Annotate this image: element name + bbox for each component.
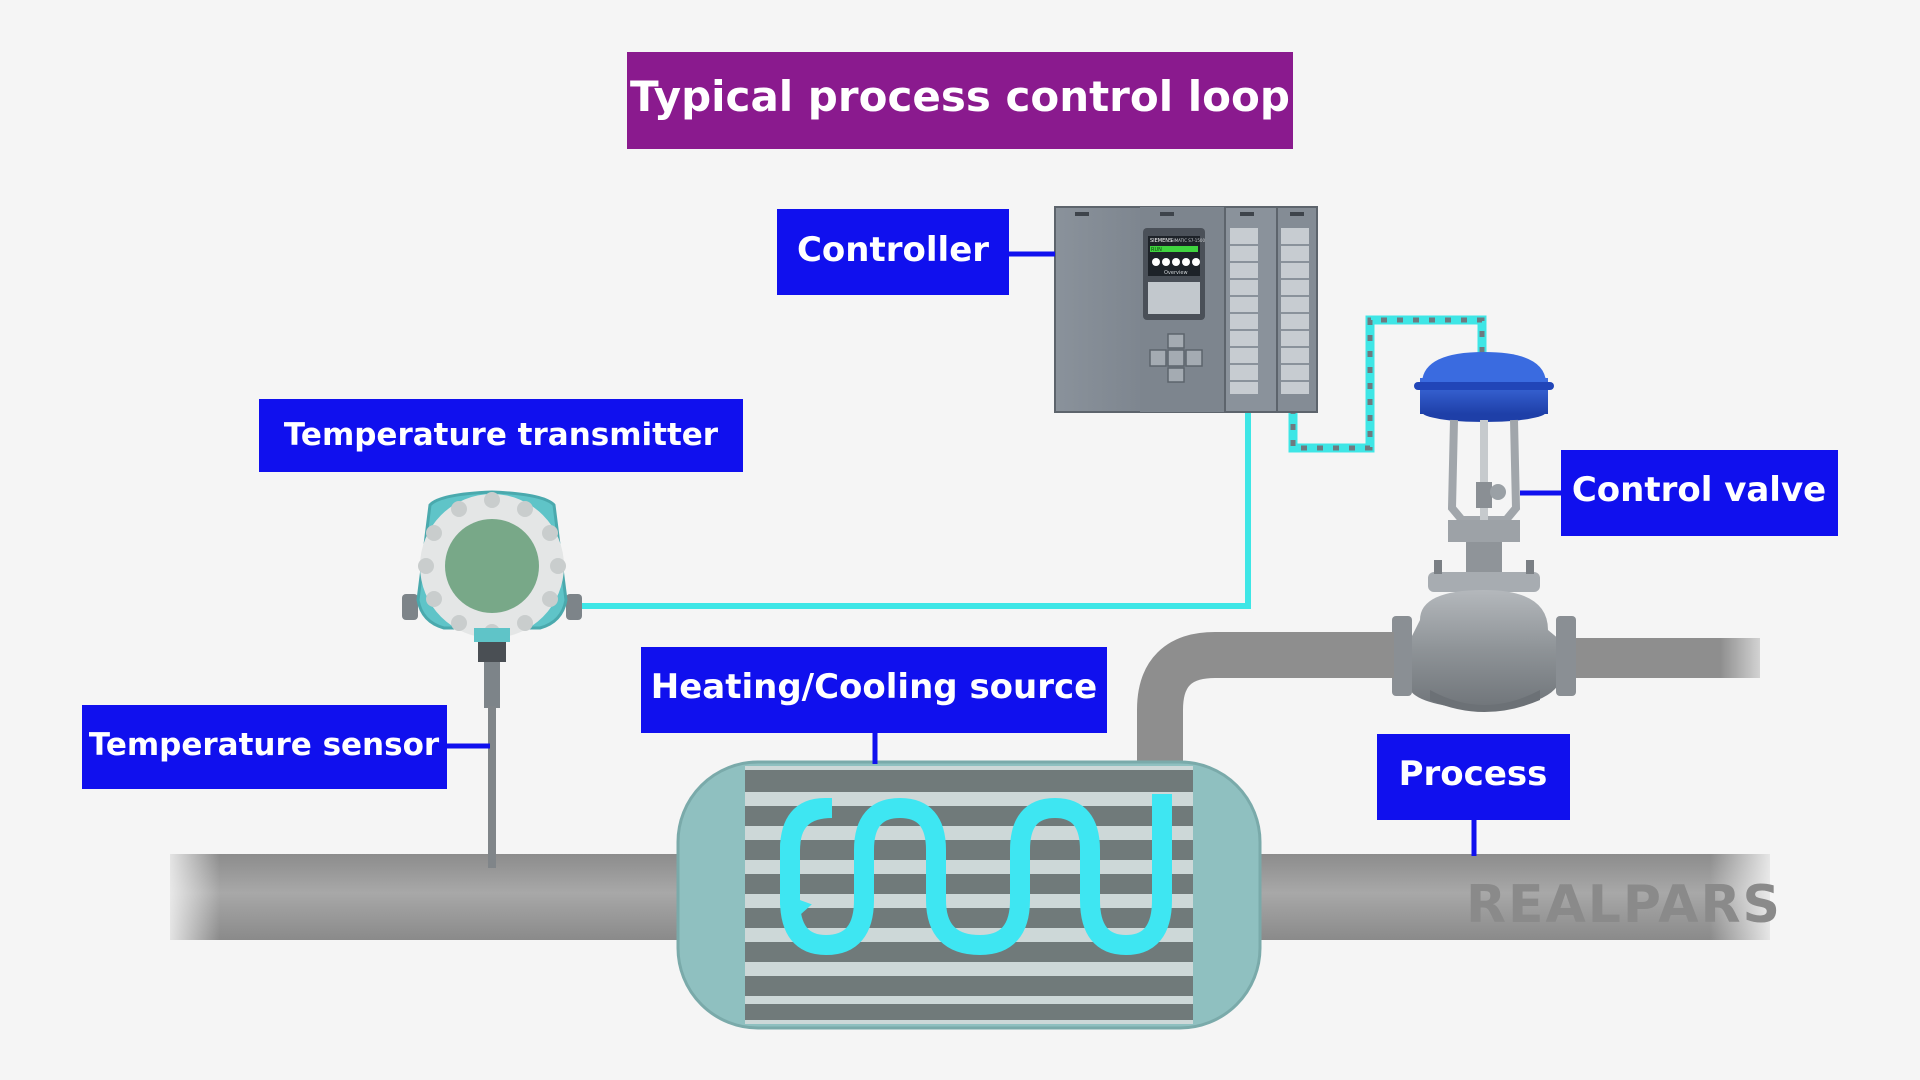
page-title: Typical process control loop xyxy=(630,72,1290,121)
valve-bolts xyxy=(1434,560,1534,574)
label-process: Process xyxy=(1377,734,1570,820)
controller-plc: SIEMENS SIMATIC S7-1500 RUN Overview xyxy=(1054,206,1318,413)
valve-handwheel-icon xyxy=(1490,484,1506,500)
label-process-background xyxy=(1377,734,1570,820)
label-controller-text: Controller xyxy=(797,230,989,270)
plc-top-vents xyxy=(1075,212,1304,216)
coil-return-line xyxy=(780,798,832,905)
transmitter-neck xyxy=(474,628,510,642)
label-transmitter-background xyxy=(259,399,743,472)
transmitter-cable-gland-right xyxy=(566,594,582,620)
plc-status-text: RUN xyxy=(1151,247,1162,253)
title-banner: Typical process control loop xyxy=(627,52,1293,149)
plc-io-terminals xyxy=(1230,228,1309,394)
coil-flow-arrow-icon xyxy=(781,893,812,928)
valve-top-flange xyxy=(1428,572,1540,592)
plc-brand-text: SIEMENS xyxy=(1150,238,1172,244)
valve-flange-left xyxy=(1392,616,1412,696)
main-pipe-left xyxy=(170,854,700,940)
plc-status-leds xyxy=(1152,258,1200,266)
label-controller-background xyxy=(777,209,1009,295)
valve-body-shade xyxy=(1430,690,1540,712)
label-sensor-text: Temperature sensor xyxy=(89,727,440,763)
label-temperature-sensor: Temperature sensor xyxy=(82,705,447,789)
title-background xyxy=(627,52,1293,149)
valve-actuator-rim xyxy=(1414,382,1554,390)
sensor-probe xyxy=(488,706,496,868)
label-process-text: Process xyxy=(1399,754,1548,794)
temperature-sensor xyxy=(488,706,496,868)
controller-to-valve-signal-dash xyxy=(1290,317,1485,451)
label-valve-text: Control valve xyxy=(1572,470,1826,510)
plc-io-terminal-lines xyxy=(1230,244,1309,382)
pipe-fade-right xyxy=(1710,850,1780,944)
valve-flange-right xyxy=(1556,616,1576,696)
label-controller: Controller xyxy=(777,209,1009,295)
plc-status-bar xyxy=(1150,246,1198,252)
plc-model-text: SIMATIC S7-1500 xyxy=(1171,238,1205,243)
label-heating-text: Heating/Cooling source xyxy=(651,667,1097,707)
leader-lines xyxy=(447,251,1561,856)
valve-neck xyxy=(1466,542,1502,572)
supply-pipe-elbow xyxy=(1137,632,1380,770)
label-valve-background xyxy=(1561,450,1838,536)
label-transmitter-text: Temperature transmitter xyxy=(284,417,719,453)
transmitter-connector xyxy=(478,642,506,662)
process-pipe xyxy=(160,850,1780,944)
valve-actuator-dome xyxy=(1422,352,1546,382)
supply-pipe-fade xyxy=(1720,634,1780,682)
transmitter-fitting xyxy=(484,662,500,708)
transmitter-to-controller-signal xyxy=(575,408,1251,609)
transmitter-cable-gland-left xyxy=(402,594,418,620)
label-heating-background xyxy=(641,647,1107,733)
valve-stem xyxy=(1480,420,1488,530)
plc-display-screen xyxy=(1148,236,1200,276)
temperature-transmitter xyxy=(402,490,582,708)
plc-keypad-icon xyxy=(1149,333,1203,383)
supply-pipe xyxy=(1137,632,1780,770)
label-heating-cooling-source: Heating/Cooling source xyxy=(641,647,1107,733)
label-temperature-transmitter: Temperature transmitter xyxy=(259,399,743,472)
heating-coil xyxy=(780,794,1172,955)
label-control-valve: Control valve xyxy=(1561,450,1838,536)
main-pipe-right xyxy=(1240,854,1770,940)
control-valve xyxy=(1376,352,1576,712)
plc-display-lower xyxy=(1148,282,1200,314)
signal-lines xyxy=(575,315,1487,609)
transmitter-display xyxy=(445,519,539,613)
valve-positioner xyxy=(1476,482,1492,508)
heat-exchanger xyxy=(676,760,1262,1030)
label-sensor-background xyxy=(82,705,447,789)
valve-body xyxy=(1410,590,1560,710)
valve-pipe-stub-left xyxy=(1376,632,1394,678)
plc-menu-text: Overview xyxy=(1164,270,1188,276)
valve-bonnet xyxy=(1448,520,1520,542)
pipe-fade-left xyxy=(160,850,220,944)
realpars-logo: REALPARS xyxy=(1466,875,1782,935)
